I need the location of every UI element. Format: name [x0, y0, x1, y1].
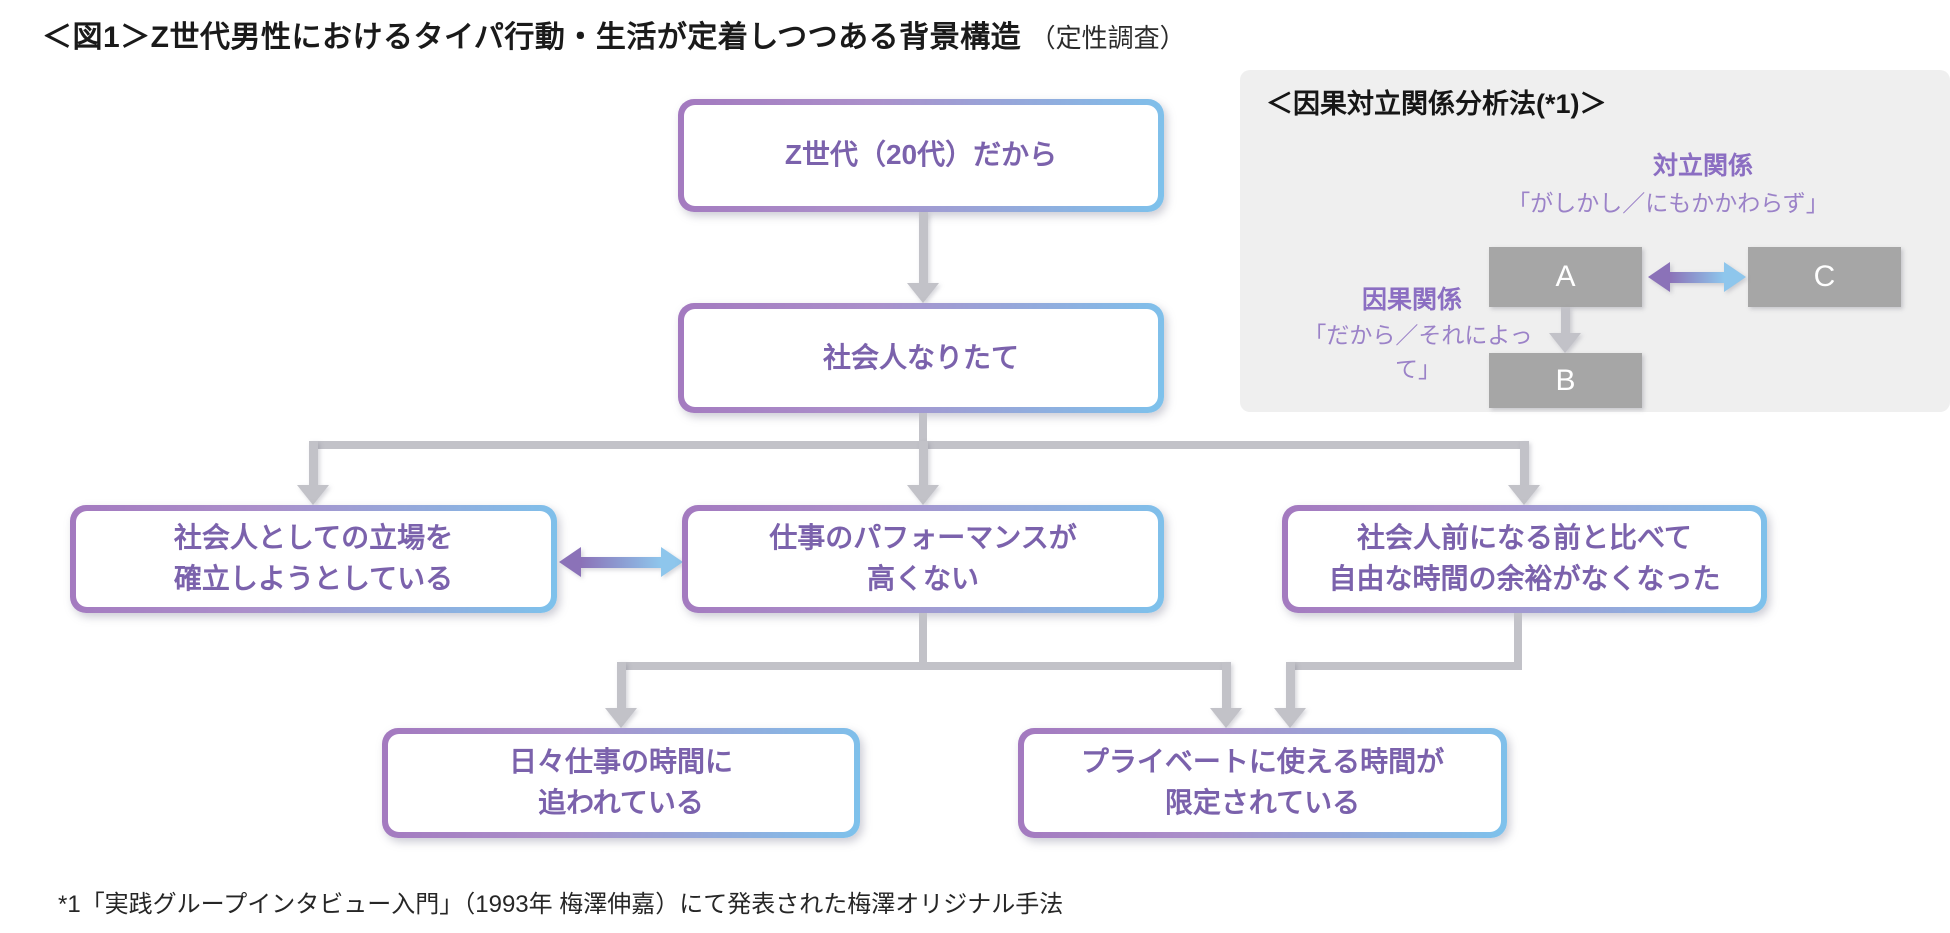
node-less-free-time: 社会人前になる前と比べて 自由な時間の余裕がなくなった — [1282, 505, 1767, 613]
legend-node-a: A — [1489, 247, 1642, 307]
branch-connector — [919, 613, 927, 668]
node-establish-position: 社会人としての立場を 確立しようとしている — [70, 505, 557, 613]
arrow-down-icon — [1274, 662, 1306, 728]
node-z-generation-label: Z世代（20代）だから — [784, 139, 1058, 171]
opposition-arrow-icon — [559, 547, 683, 577]
node-establish-position-line1: 社会人としての立場を — [173, 522, 454, 554]
figure-title: ＜図1＞Z世代男性におけるタイパ行動・生活が定着しつつある背景構造 （定性調査） — [42, 12, 1186, 56]
node-less-free-time-line1: 社会人前になる前と比べて — [1357, 522, 1692, 554]
arrow-down-icon — [907, 441, 939, 505]
legend-opposition-arrow-icon — [1648, 262, 1746, 292]
figure-title-suffix: （定性調査） — [1029, 23, 1186, 53]
legend-node-a-label: A — [1555, 260, 1576, 293]
node-busy-with-work-line1: 日々仕事の時間に — [508, 746, 733, 778]
branch-connector — [309, 441, 1524, 449]
branch-connector — [919, 413, 927, 445]
node-work-performance-line1: 仕事のパフォーマンスが — [769, 522, 1077, 554]
node-new-employee-label: 社会人なりたて — [822, 341, 1019, 373]
node-work-performance: 仕事のパフォーマンスが 高くない — [682, 505, 1164, 613]
legend-title: ＜因果対立関係分析法(*1)＞ — [1266, 89, 1607, 119]
node-establish-position-line2: 確立しようとしている — [173, 563, 454, 594]
node-limited-private-time-line1: プライベートに使える時間が — [1080, 746, 1445, 778]
legend-opposition-quote: 「がしかし／にもかかわらず」 — [1507, 190, 1829, 216]
arrow-down-icon — [1210, 662, 1242, 728]
arrow-down-icon — [907, 212, 939, 303]
footnote: *1「実践グループインタビュー入門」（1993年 梅澤伸嘉）にて発表された梅澤オ… — [58, 891, 1064, 918]
figure-title-main: ＜図1＞Z世代男性におけるタイパ行動・生活が定着しつつある背景構造 — [42, 21, 1022, 54]
node-less-free-time-line2: 自由な時間の余裕がなくなった — [1328, 563, 1721, 594]
node-busy-with-work: 日々仕事の時間に 追われている — [382, 728, 860, 838]
node-limited-private-time: プライベートに使える時間が 限定されている — [1018, 728, 1507, 838]
arrow-down-icon — [297, 441, 329, 505]
legend-node-c: C — [1748, 247, 1901, 307]
legend-opposition-label: 対立関係 — [1652, 152, 1753, 180]
branch-connector — [617, 662, 1230, 670]
arrow-down-icon — [1508, 441, 1540, 505]
node-new-employee: 社会人なりたて — [678, 303, 1164, 413]
legend-node-b-label: B — [1555, 363, 1576, 397]
node-work-performance-line2: 高くない — [866, 563, 979, 594]
arrow-down-icon — [605, 662, 637, 728]
branch-connector — [1286, 662, 1522, 670]
legend-node-b: B — [1489, 353, 1642, 408]
branch-connector — [1514, 613, 1522, 668]
legend-node-c-label: C — [1813, 260, 1836, 293]
node-busy-with-work-line2: 追われている — [538, 787, 704, 818]
node-z-generation: Z世代（20代）だから — [678, 99, 1164, 212]
node-limited-private-time-line2: 限定されている — [1164, 787, 1361, 818]
legend-causal-quote: 「だから／それによって」 — [1303, 322, 1533, 382]
legend-causal-label: 因果関係 — [1361, 286, 1462, 314]
legend-causal-arrow-icon — [1549, 307, 1581, 353]
